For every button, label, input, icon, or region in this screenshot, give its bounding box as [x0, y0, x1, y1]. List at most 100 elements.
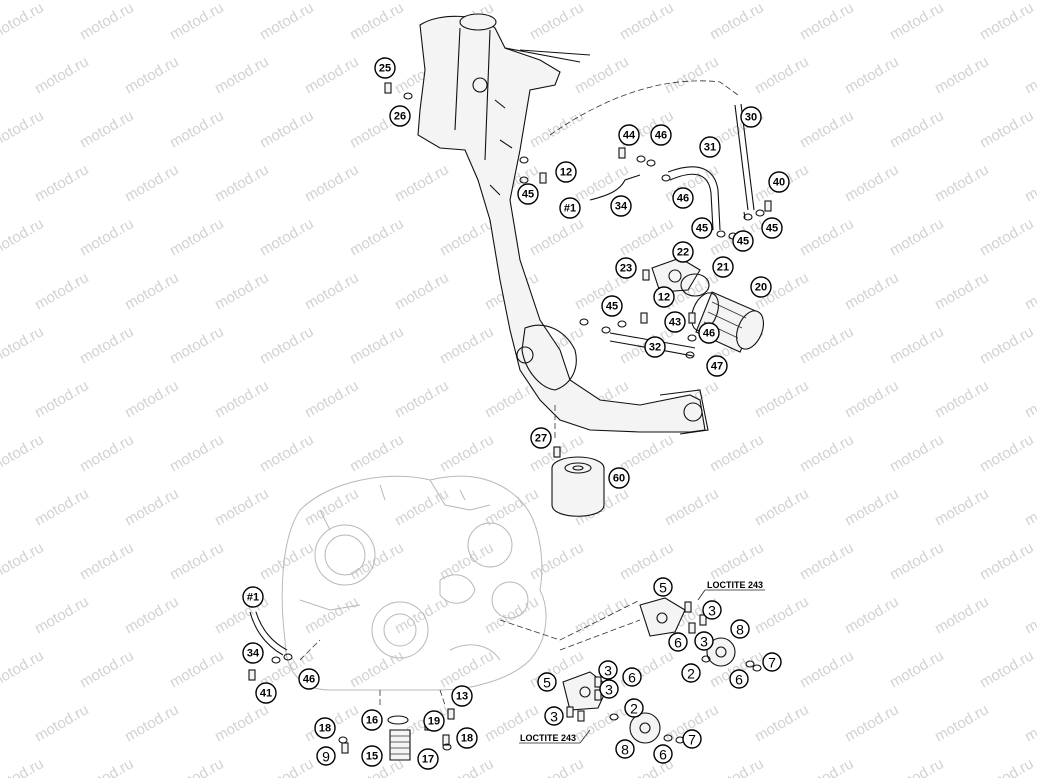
bolt-icon	[341, 742, 349, 754]
watermark-text: motod.ru	[77, 539, 137, 583]
callout-c30: 30	[740, 106, 762, 128]
washer-icon	[716, 230, 726, 238]
watermark-text: motod.ru	[977, 755, 1037, 778]
callout-c8a: 8	[730, 619, 750, 639]
callout-label: 8	[621, 742, 629, 758]
washer-icon	[685, 351, 695, 359]
callout-c1b: #1	[242, 586, 264, 608]
watermark-text: motod.ru	[707, 755, 767, 778]
watermark-text: motod.ru	[392, 377, 452, 421]
callout-label: 41	[260, 688, 272, 700]
watermark-text: motod.ru	[167, 431, 227, 475]
callout-c46c: 46	[698, 322, 720, 344]
callout-c9: 9	[316, 746, 336, 766]
callout-label: 5	[543, 675, 551, 691]
callout-circle	[417, 748, 439, 770]
watermark-text: motod.ru	[257, 0, 317, 43]
callout-circle	[599, 679, 619, 699]
watermark-text: motod.ru	[122, 485, 182, 529]
watermark-text: motod.ru	[977, 0, 1037, 43]
callout-c43: 43	[664, 311, 686, 333]
watermark-text: motod.ru	[437, 647, 497, 691]
watermark-text: motod.ru	[617, 647, 677, 691]
callout-c7b: 7	[682, 729, 702, 749]
watermark-text: motod.ru	[1022, 377, 1037, 421]
watermark-text: motod.ru	[32, 593, 92, 637]
watermark-text: motod.ru	[302, 53, 362, 97]
watermark-text: motod.ru	[257, 755, 317, 778]
callout-circle	[699, 136, 721, 158]
bolt-icon	[384, 82, 392, 94]
bolt-icon	[248, 669, 256, 681]
callout-c2b: 2	[624, 698, 644, 718]
watermark-text: motod.ru	[32, 485, 92, 529]
watermark-text: motod.ru	[0, 431, 47, 475]
bolt-icon	[688, 312, 696, 324]
callout-circle	[374, 57, 396, 79]
callout-label: 5	[659, 580, 667, 596]
watermark-text: motod.ru	[437, 755, 497, 778]
watermark-text: motod.ru	[842, 161, 902, 205]
callout-c18a: 18	[314, 717, 336, 739]
watermark-text: motod.ru	[527, 107, 587, 151]
callout-circle	[694, 631, 714, 651]
callout-c17: 17	[417, 748, 439, 770]
watermark-text: motod.ru	[842, 53, 902, 97]
callout-circle	[681, 663, 701, 683]
callout-label: 21	[717, 262, 729, 274]
watermark-text: motod.ru	[167, 539, 227, 583]
watermark-text: motod.ru	[752, 593, 812, 637]
washer-icon	[687, 334, 697, 342]
oil-hose-31	[667, 166, 721, 231]
callout-c3c: 3	[598, 660, 618, 680]
callout-label: 6	[628, 670, 636, 686]
callout-circle	[615, 257, 637, 279]
watermark-text: motod.ru	[932, 53, 992, 97]
watermark-text: motod.ru	[437, 323, 497, 367]
callout-circle	[702, 600, 722, 620]
watermark-text: motod.ru	[977, 539, 1037, 583]
watermark-text: motod.ru	[932, 485, 992, 529]
bolt-icon	[642, 269, 650, 281]
watermark-text: motod.ru	[932, 161, 992, 205]
watermark-text: motod.ru	[347, 215, 407, 259]
watermark-text: motod.ru	[842, 269, 902, 313]
callout-c34b: 34	[242, 642, 264, 664]
pump-gear-8-upper	[706, 637, 736, 667]
watermark-text: motod.ru	[302, 593, 362, 637]
callout-c22: 22	[672, 241, 694, 263]
bolt-icon	[699, 614, 707, 626]
callout-label: 3	[700, 634, 708, 650]
watermark-text: motod.ru	[977, 647, 1037, 691]
callout-label: 34	[247, 648, 260, 660]
bolt-icon	[594, 689, 602, 701]
watermark-text: motod.ru	[797, 0, 857, 43]
watermark-text: motod.ru	[257, 431, 317, 475]
callout-label: 18	[319, 723, 331, 735]
callout-circle	[664, 311, 686, 333]
bolt-icon	[442, 734, 450, 746]
watermark-text: motod.ru	[77, 647, 137, 691]
callout-c2a: 2	[681, 663, 701, 683]
callout-c47: 47	[706, 355, 728, 377]
watermark-text: motod.ru	[77, 431, 137, 475]
callout-label: 32	[649, 342, 661, 354]
watermark-text: motod.ru	[617, 539, 677, 583]
oil-filter-60	[551, 456, 605, 517]
watermark-text: motod.ru	[0, 539, 47, 583]
callout-c3e: 3	[544, 706, 564, 726]
callout-circle	[618, 124, 640, 146]
callout-label: 17	[422, 754, 434, 766]
callout-c20: 20	[750, 276, 772, 298]
washer-icon	[701, 655, 711, 663]
watermark-text: motod.ru	[1022, 269, 1037, 313]
washer-icon	[283, 653, 293, 661]
callout-circle	[242, 586, 264, 608]
callout-label: #1	[564, 203, 576, 215]
callout-c31: 31	[699, 136, 721, 158]
callout-c12b: 12	[653, 286, 675, 308]
watermark-text: motod.ru	[797, 755, 857, 778]
bolt-icon	[618, 147, 626, 159]
callout-c3a: 3	[702, 600, 722, 620]
